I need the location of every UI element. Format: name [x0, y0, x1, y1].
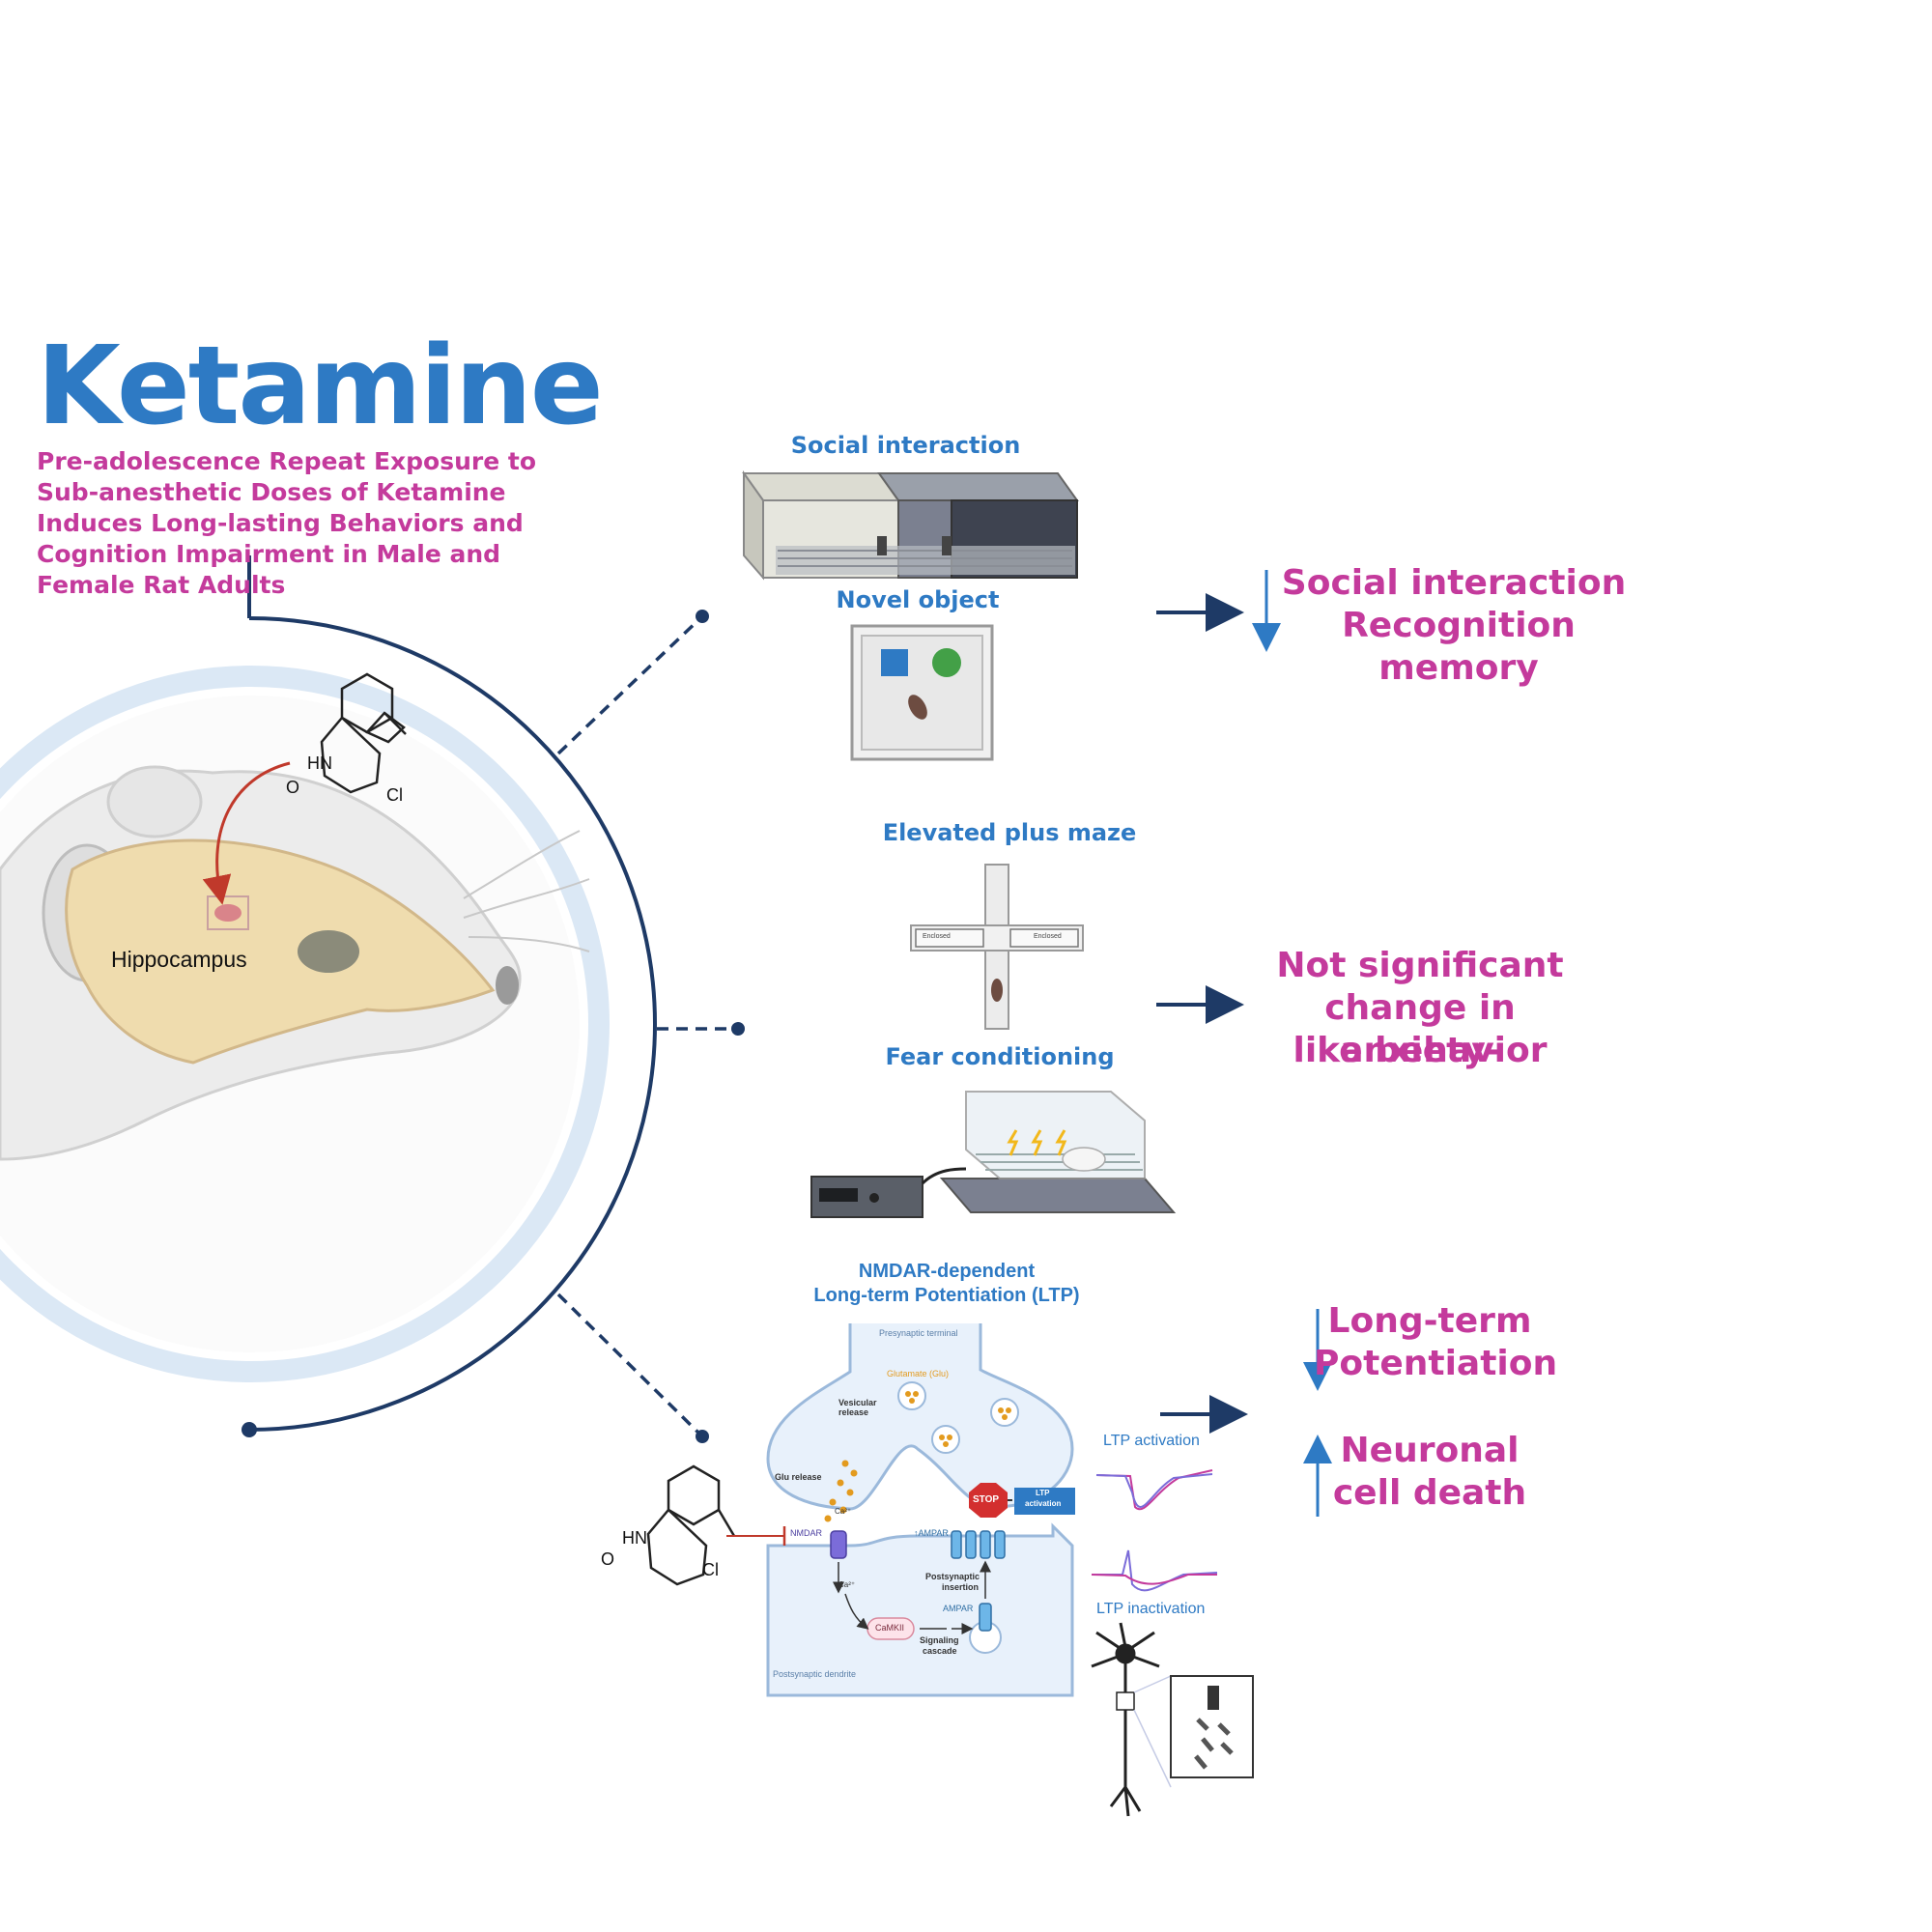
synapse-signaling-1: Signaling — [920, 1635, 959, 1645]
arc-end-dot — [242, 1422, 257, 1437]
synapse-post-insertion-1: Postsynaptic — [925, 1572, 980, 1581]
ltp-activation-trace-label: LTP activation — [1103, 1433, 1200, 1449]
atom-cl-bottom: Cl — [702, 1560, 719, 1579]
novel-object-apparatus — [850, 624, 994, 761]
eye — [298, 930, 359, 973]
synapse-vesicular-2: release — [838, 1407, 869, 1417]
label-fear-conditioning: Fear conditioning — [885, 1043, 1115, 1070]
neuron-illustration — [1091, 1622, 1254, 1817]
outcome-group1-line2: Recognition memory — [1342, 606, 1576, 688]
whiskers — [463, 830, 590, 952]
epm-arm-left: Enclosed — [923, 933, 951, 940]
ltp-traces — [1091, 1469, 1218, 1592]
nose — [496, 966, 519, 1005]
skull — [65, 838, 496, 1065]
timeline-arc — [248, 616, 657, 1432]
ltp-activation-box-2: activation — [1025, 1499, 1062, 1508]
label-ltp-line2: Long-term Potentiation (LTP) — [813, 1285, 1080, 1306]
synapse-vesicular-1: Vesicular — [838, 1398, 877, 1407]
ketamine-molecule-bottom — [646, 1464, 736, 1586]
synapse-post-insertion-2: insertion — [942, 1582, 980, 1592]
synapse-ampar-up: ↑AMPAR — [914, 1528, 949, 1538]
synapse-nmdar: NMDAR — [790, 1528, 822, 1538]
outcome-group3a-line2: Potentiation — [1314, 1344, 1558, 1383]
outcome-group3b-line1: Neuronal — [1340, 1431, 1520, 1470]
label-novel-object: Novel object — [836, 586, 1000, 613]
outcome-group2-line3: like behavior — [1293, 1031, 1548, 1070]
paper-subtitle: Pre-adolescence Repeat Exposure to Sub-a… — [37, 447, 537, 599]
synapse-camkii: CaMKII — [875, 1623, 905, 1633]
synapse-postsynaptic-dendrite: Postsynaptic dendrite — [773, 1669, 857, 1679]
synapse-illustration — [726, 1323, 1075, 1697]
rat — [908, 695, 927, 720]
outcome-group3b-line2: cell death — [1332, 1473, 1527, 1513]
ear — [106, 765, 203, 838]
elevated-plus-maze-apparatus — [910, 864, 1084, 1030]
atom-o-top: O — [286, 778, 300, 797]
hippocampus-label: Hippocampus — [111, 947, 247, 972]
social-interaction-apparatus — [742, 469, 1079, 581]
output-arrows — [1156, 570, 1332, 1517]
fear-conditioning-apparatus — [810, 1091, 1177, 1218]
outcome-group2-line1: Not significant — [1276, 946, 1564, 985]
page-title: Ketamine — [37, 324, 604, 449]
stop-sign: STOP — [973, 1494, 1000, 1505]
label-ltp-line1: NMDAR-dependent — [858, 1261, 1036, 1282]
atom-hn-top: HN — [307, 753, 332, 773]
ketamine-molecule-top — [320, 672, 407, 794]
synapse-ca-2: Ca²⁺ — [838, 1580, 856, 1589]
synapse-signaling-2: cascade — [923, 1646, 957, 1656]
object-circle — [932, 648, 961, 677]
epm-arm-right: Enclosed — [1034, 933, 1062, 940]
injection-arrow — [202, 761, 291, 905]
ltp-activation-box-1: LTP — [1036, 1489, 1050, 1497]
synapse-glu-release: Glu release — [775, 1472, 822, 1482]
synapse-presynaptic: Presynaptic terminal — [879, 1328, 958, 1338]
atom-cl-top: Cl — [386, 785, 403, 805]
rat-head-illustration — [0, 761, 590, 1161]
connectors — [556, 616, 736, 1436]
synapse-glutamate: Glutamate (Glu) — [887, 1369, 950, 1378]
atom-hn-bottom: HN — [622, 1528, 647, 1548]
label-social-interaction: Social interaction — [790, 432, 1021, 459]
hippocampus — [214, 904, 242, 922]
object-square — [881, 649, 908, 676]
outcome-group3a-line1: Long-term — [1327, 1301, 1532, 1341]
ltp-inactivation-trace-label: LTP inactivation — [1096, 1601, 1206, 1617]
synapse-ampar: AMPAR — [943, 1604, 974, 1613]
outcome-group2-line2: change in anxiety- — [1324, 988, 1516, 1070]
synapse-ca-1: Ca²⁺ — [835, 1507, 852, 1516]
label-elevated-plus-maze: Elevated plus maze — [882, 819, 1137, 846]
atom-o-bottom: O — [601, 1549, 615, 1569]
outcome-group1-line1: Social interaction — [1281, 563, 1627, 603]
